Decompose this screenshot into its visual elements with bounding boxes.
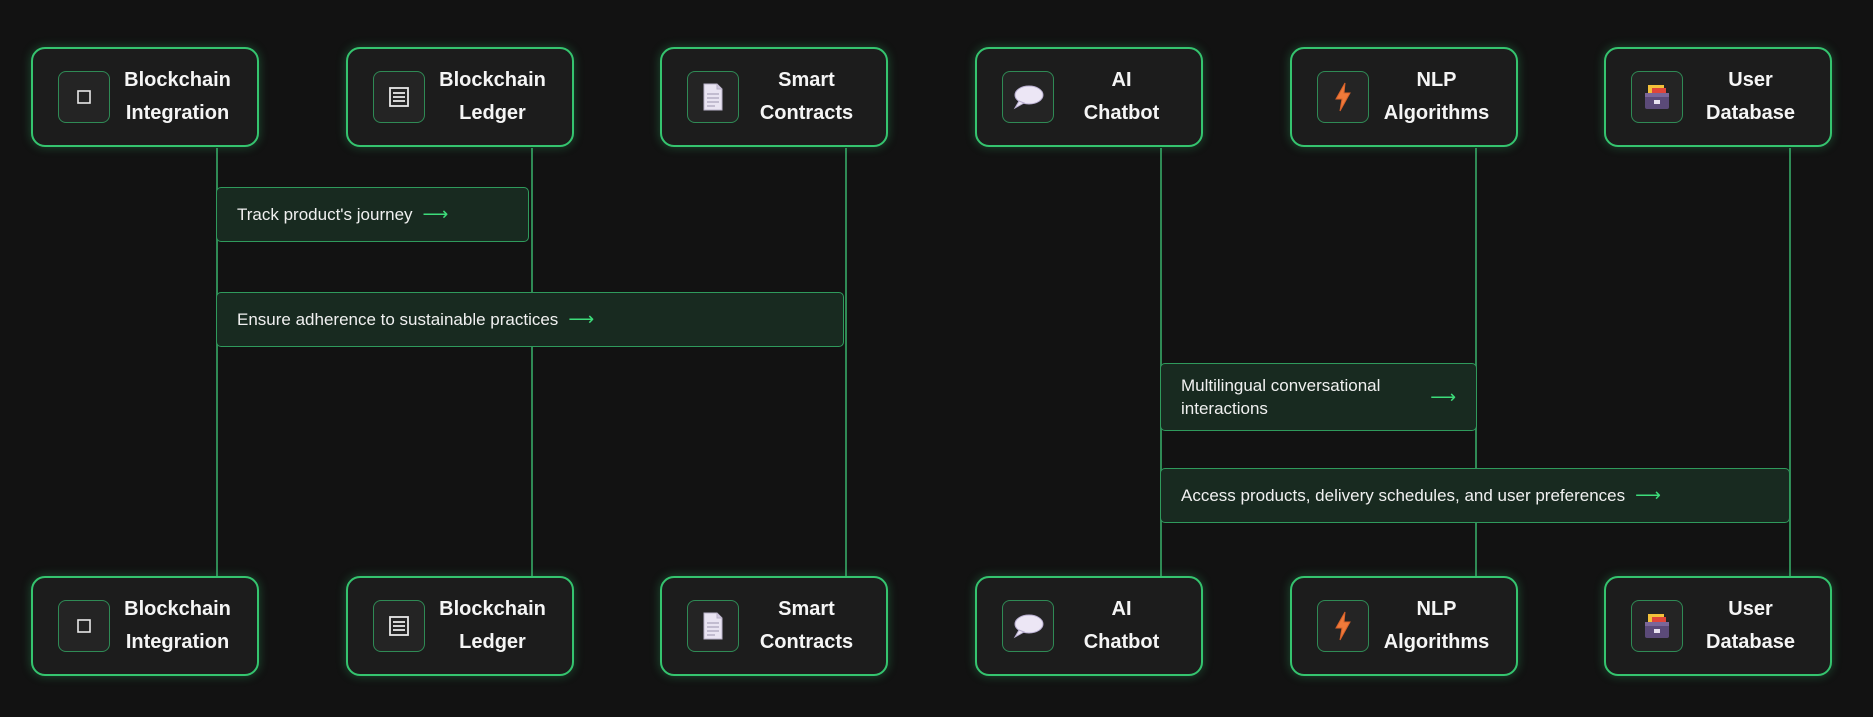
message-text: Ensure adherence to sustainable practice… — [237, 310, 559, 329]
actor-top-nlp-algorithms: NLP Algorithms — [1290, 47, 1518, 147]
actor-label: Blockchain Integration — [124, 598, 231, 653]
actor-bottom-blockchain-ledger: Blockchain Ledger — [346, 576, 574, 676]
card-file-box-icon — [1631, 71, 1683, 123]
message-track-journey: Track product's journey ⟶ — [216, 187, 529, 242]
message-text: Track product's journey — [237, 205, 413, 224]
actor-label: NLP Algorithms — [1383, 598, 1490, 653]
ledger-icon — [373, 71, 425, 123]
document-icon — [687, 71, 739, 123]
speech-bubble-icon — [1002, 600, 1054, 652]
actor-label: AI Chatbot — [1083, 69, 1160, 124]
actor-label: Smart Contracts — [759, 598, 854, 653]
message-text: Multilingual conversational interactions — [1181, 376, 1381, 418]
actor-label: Blockchain Ledger — [439, 69, 546, 124]
message-access-products: Access products, delivery schedules, and… — [1160, 468, 1790, 523]
arrow-right-icon: ⟶ — [1635, 485, 1661, 505]
message-sustainable-practices: Ensure adherence to sustainable practice… — [216, 292, 844, 347]
lightning-icon — [1317, 600, 1369, 652]
actor-label: Blockchain Integration — [124, 69, 231, 124]
actor-bottom-blockchain-integration: Blockchain Integration — [31, 576, 259, 676]
actor-label: AI Chatbot — [1083, 598, 1160, 653]
actor-top-user-database: User Database — [1604, 47, 1832, 147]
speech-bubble-icon — [1002, 71, 1054, 123]
actor-bottom-smart-contracts: Smart Contracts — [660, 576, 888, 676]
lifeline-user-database — [1789, 148, 1791, 578]
actor-bottom-ai-chatbot: AI Chatbot — [975, 576, 1203, 676]
arrow-right-icon: ⟶ — [422, 204, 449, 224]
actor-top-smart-contracts: Smart Contracts — [660, 47, 888, 147]
actor-bottom-nlp-algorithms: NLP Algorithms — [1290, 576, 1518, 676]
arrow-right-icon: ⟶ — [1430, 386, 1456, 407]
white-square-icon — [58, 600, 110, 652]
lifeline-smart-contracts — [845, 148, 847, 578]
white-square-icon — [58, 71, 110, 123]
actor-top-ai-chatbot: AI Chatbot — [975, 47, 1203, 147]
card-file-box-icon — [1631, 600, 1683, 652]
message-text: Access products, delivery schedules, and… — [1181, 486, 1626, 505]
actor-label: User Database — [1706, 598, 1795, 653]
actor-bottom-user-database: User Database — [1604, 576, 1832, 676]
lifeline-blockchain-ledger — [531, 148, 533, 578]
arrow-right-icon: ⟶ — [568, 309, 595, 329]
lightning-icon — [1317, 71, 1369, 123]
document-icon — [687, 600, 739, 652]
actor-label: Blockchain Ledger — [439, 598, 546, 653]
ledger-icon — [373, 600, 425, 652]
lifeline-nlp-algorithms — [1475, 148, 1477, 578]
actor-top-blockchain-integration: Blockchain Integration — [31, 47, 259, 147]
lifeline-blockchain-integration — [216, 148, 218, 578]
actor-top-blockchain-ledger: Blockchain Ledger — [346, 47, 574, 147]
actor-label: NLP Algorithms — [1383, 69, 1490, 124]
actor-label: Smart Contracts — [759, 69, 854, 124]
actor-label: User Database — [1706, 69, 1795, 124]
message-multilingual: Multilingual conversational interactions… — [1160, 363, 1477, 431]
